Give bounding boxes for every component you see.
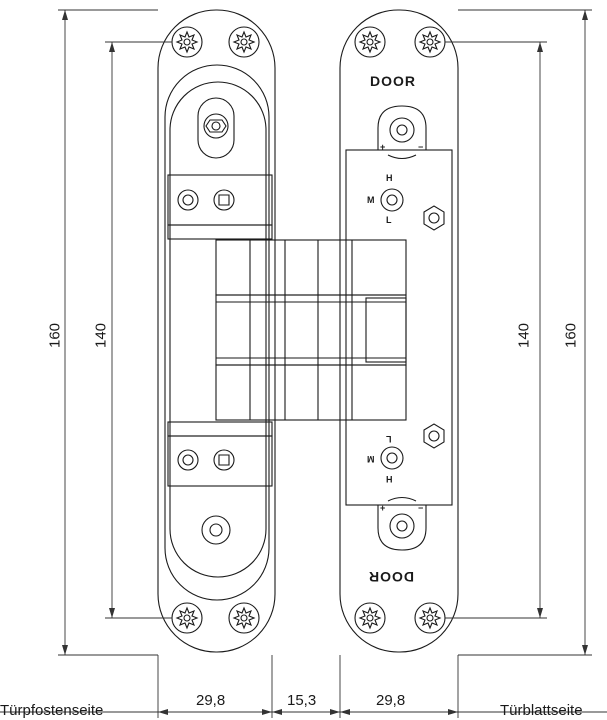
door-side-label: Türblattseite: [500, 702, 583, 719]
height-adjust-h-lower: H: [386, 474, 393, 484]
screw-icon-right-bottom-b: [414, 602, 446, 634]
dim-left-outer-label: 160: [46, 322, 64, 349]
frame-side-label: Türpfostenseite: [0, 702, 104, 719]
height-adjust-m-upper: M: [367, 195, 375, 205]
minus-marking-upper: −: [418, 142, 424, 152]
door-marking-bottom: DOOR: [368, 569, 414, 585]
screw-icon-right-bottom-a: [354, 602, 386, 634]
dim-bottom-left-label: 29,8: [196, 692, 226, 709]
right-hinge-plate: [339, 9, 459, 653]
left-hinge-plate: [157, 9, 276, 653]
door-marking-top: DOOR: [370, 73, 416, 89]
plus-marking-upper: +: [380, 142, 386, 152]
height-adjust-l-lower: L: [386, 434, 392, 444]
screw-icon-left-top-b: [228, 26, 260, 58]
dimension-lines: [0, 9, 607, 718]
height-adjust-l-upper: L: [386, 215, 392, 225]
screw-icon-left-bottom-a: [171, 602, 203, 634]
hinge-knuckle: [215, 239, 407, 421]
height-adjust-h-upper: H: [386, 173, 393, 183]
screw-icon-left-top-a: [171, 26, 203, 58]
height-adjust-m-lower: M: [367, 454, 375, 464]
dim-right-inner-label: 140: [515, 322, 533, 349]
dim-bottom-right-label: 29,8: [376, 692, 406, 709]
screw-icon-right-top-a: [354, 26, 386, 58]
dim-bottom-middle-label: 15,3: [287, 692, 317, 709]
dimension-arrows: [62, 10, 588, 715]
screw-icon-left-bottom-b: [228, 602, 260, 634]
minus-marking-lower: −: [418, 503, 424, 513]
plus-marking-lower: +: [380, 503, 386, 513]
dim-left-inner-label: 140: [92, 322, 110, 349]
dim-right-outer-label: 160: [562, 322, 580, 349]
screw-icon-right-top-b: [414, 26, 446, 58]
